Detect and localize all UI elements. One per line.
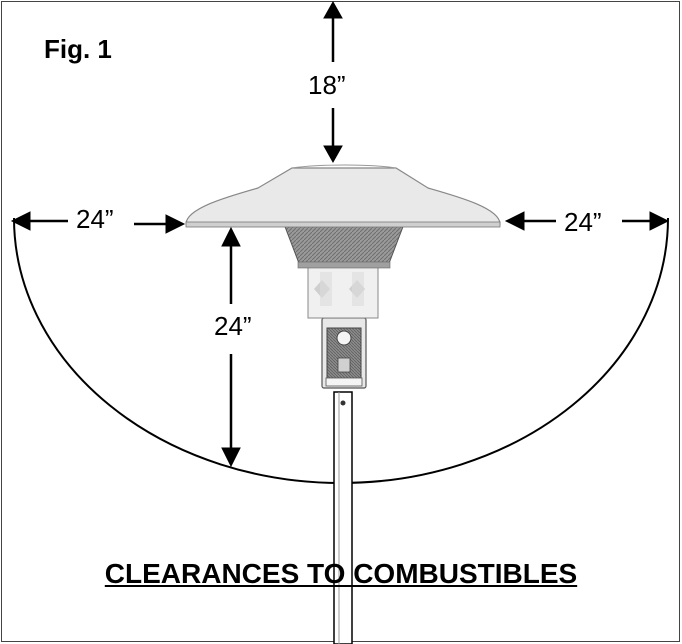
dimension-left-label: 24” <box>74 204 116 235</box>
heater-valve-housing <box>321 317 367 389</box>
dim-arrow-left <box>10 211 186 234</box>
dimension-right-label: 24” <box>562 207 604 238</box>
heater-emitter <box>283 223 405 269</box>
dimension-below-label: 24” <box>212 311 254 342</box>
heater-pole <box>333 391 353 644</box>
figure-caption: CLEARANCES TO COMBUSTIBLES <box>104 558 578 589</box>
dimension-top-label: 18” <box>308 70 346 100</box>
dim-arrow-right <box>504 211 670 231</box>
dim-arrow-below <box>221 226 241 468</box>
heater-burner <box>307 261 379 319</box>
heater-reflector <box>185 164 501 228</box>
dim-arrow-top <box>323 0 343 164</box>
figure-label: Fig. 1 <box>44 34 112 64</box>
